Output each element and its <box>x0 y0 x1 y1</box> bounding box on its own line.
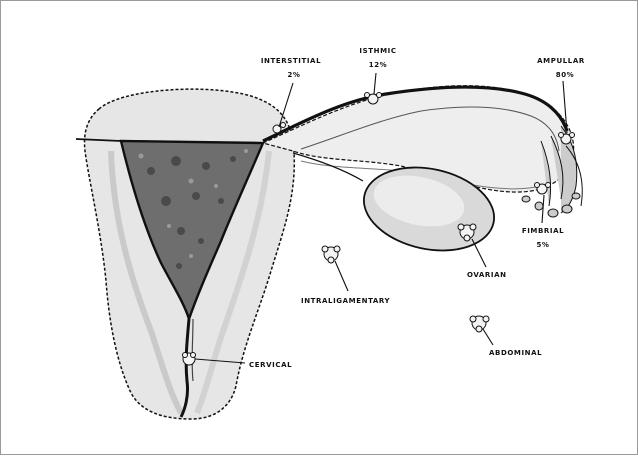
intraligamentary-leader <box>335 261 348 291</box>
label-interstitial-pct: 2% <box>287 71 300 79</box>
label-interstitial: INTERSTITIAL <box>261 57 321 65</box>
label-ampullar-pct: 80% <box>556 71 575 79</box>
label-isthmic: ISTHMIC <box>359 47 396 55</box>
label-abdominal: ABDOMINAL <box>489 349 542 357</box>
label-fimbrial: FIMBRIAL <box>522 227 564 235</box>
label-isthmic-pct: 12% <box>369 61 388 69</box>
ovarian-leader <box>472 239 486 267</box>
label-ovarian: OVARIAN <box>467 271 507 279</box>
abdominal-site-icon <box>470 316 489 332</box>
abdominal-leader <box>483 329 493 345</box>
cervical-site-icon <box>183 353 196 366</box>
label-intraligamentary: INTRALIGAMENTARY <box>301 297 391 305</box>
label-cervical: CERVICAL <box>249 361 292 369</box>
intraligamentary-site-icon <box>322 246 340 263</box>
interstitial-leader <box>279 83 293 127</box>
label-fimbrial-pct: 5% <box>536 241 549 249</box>
label-ampullar: AMPULLAR <box>537 57 585 65</box>
isthmic-leader <box>374 73 376 94</box>
